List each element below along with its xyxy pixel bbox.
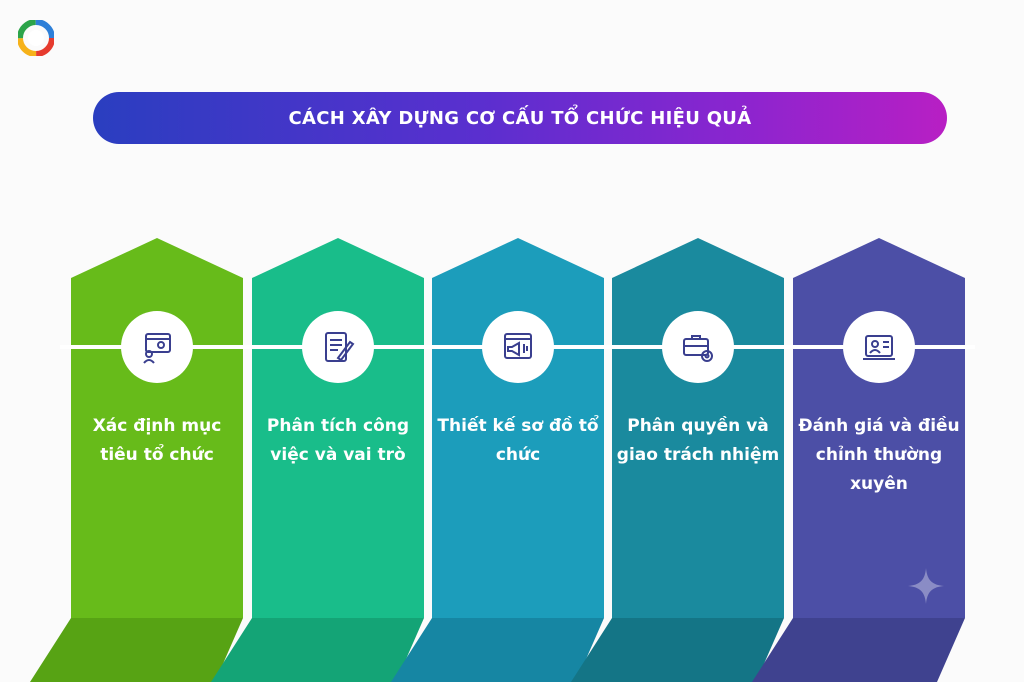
monitor-profile-icon	[863, 335, 895, 360]
step-5-arrow	[752, 238, 965, 682]
step-4-label: Phân quyền và giao trách nhiệm	[616, 416, 780, 465]
step-5-label: Đánh giá và điều chỉnh thường xuyên	[798, 416, 960, 494]
step-2-icon-circle	[302, 311, 374, 383]
document-pen-icon	[325, 332, 355, 362]
step-1-label: Xác định mục tiêu tổ chức	[92, 416, 222, 465]
step-4-icon-circle	[662, 311, 734, 383]
title-banner: CÁCH XÂY DỰNG CƠ CẤU TỔ CHỨC HIỆU QUẢ	[93, 92, 947, 144]
step-3-icon-circle	[482, 311, 554, 383]
settings-user-icon	[143, 333, 171, 364]
step-2-arrow	[211, 238, 424, 682]
brand-swirl-logo-icon	[18, 20, 54, 56]
sparkle-icon	[908, 568, 944, 604]
step-1-icon-circle	[121, 311, 193, 383]
step-2-label: Phân tích công việc và vai trò	[266, 416, 410, 465]
step-5-icon-circle	[843, 311, 915, 383]
step-1-arrow	[30, 238, 243, 682]
step-3-label: Thiết kế sơ đồ tổ chức	[437, 416, 599, 465]
megaphone-window-icon	[504, 333, 532, 359]
briefcase-gear-icon	[683, 335, 713, 362]
page-title: CÁCH XÂY DỰNG CƠ CẤU TỔ CHỨC HIỆU QUẢ	[288, 107, 752, 129]
step-3-arrow	[391, 238, 604, 682]
step-4-arrow	[571, 238, 784, 682]
